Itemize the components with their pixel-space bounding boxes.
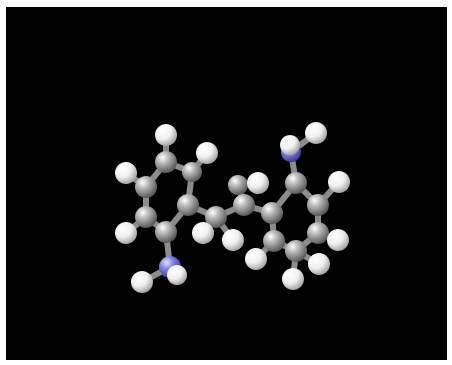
hydrogen-atom bbox=[327, 229, 349, 251]
hydrogen-atom bbox=[115, 162, 137, 184]
hydrogen-atom bbox=[282, 268, 304, 290]
carbon-atom bbox=[263, 230, 285, 252]
carbon-atom bbox=[307, 194, 329, 216]
carbon-atom bbox=[135, 176, 157, 198]
carbon-atom bbox=[205, 206, 227, 228]
carbon-atom bbox=[182, 162, 202, 182]
carbon-atom bbox=[228, 175, 248, 195]
carbon-atom bbox=[155, 151, 177, 173]
hydrogen-atom bbox=[115, 222, 137, 244]
carbon-atom bbox=[155, 221, 177, 243]
hydrogen-atom bbox=[280, 135, 300, 155]
hydrogen-atom bbox=[131, 271, 153, 293]
hydrogen-atom bbox=[308, 253, 330, 275]
molecule-render bbox=[115, 122, 350, 293]
hydrogen-atom bbox=[222, 229, 244, 251]
carbon-atom bbox=[285, 172, 307, 194]
carbon-atom bbox=[285, 240, 307, 262]
molecule-viewport[interactable] bbox=[6, 7, 447, 360]
hydrogen-atom bbox=[192, 222, 214, 244]
hydrogen-atom bbox=[247, 172, 269, 194]
hydrogen-atom bbox=[167, 265, 187, 285]
atom-layer bbox=[115, 122, 350, 293]
carbon-atom bbox=[307, 222, 329, 244]
hydrogen-atom bbox=[245, 248, 267, 270]
hydrogen-atom bbox=[328, 171, 350, 193]
carbon-atom bbox=[261, 202, 283, 224]
carbon-atom bbox=[233, 194, 255, 216]
carbon-atom bbox=[135, 206, 157, 228]
hydrogen-atom bbox=[196, 142, 218, 164]
hydrogen-atom bbox=[305, 122, 327, 144]
carbon-atom bbox=[177, 194, 199, 216]
hydrogen-atom bbox=[155, 124, 177, 146]
